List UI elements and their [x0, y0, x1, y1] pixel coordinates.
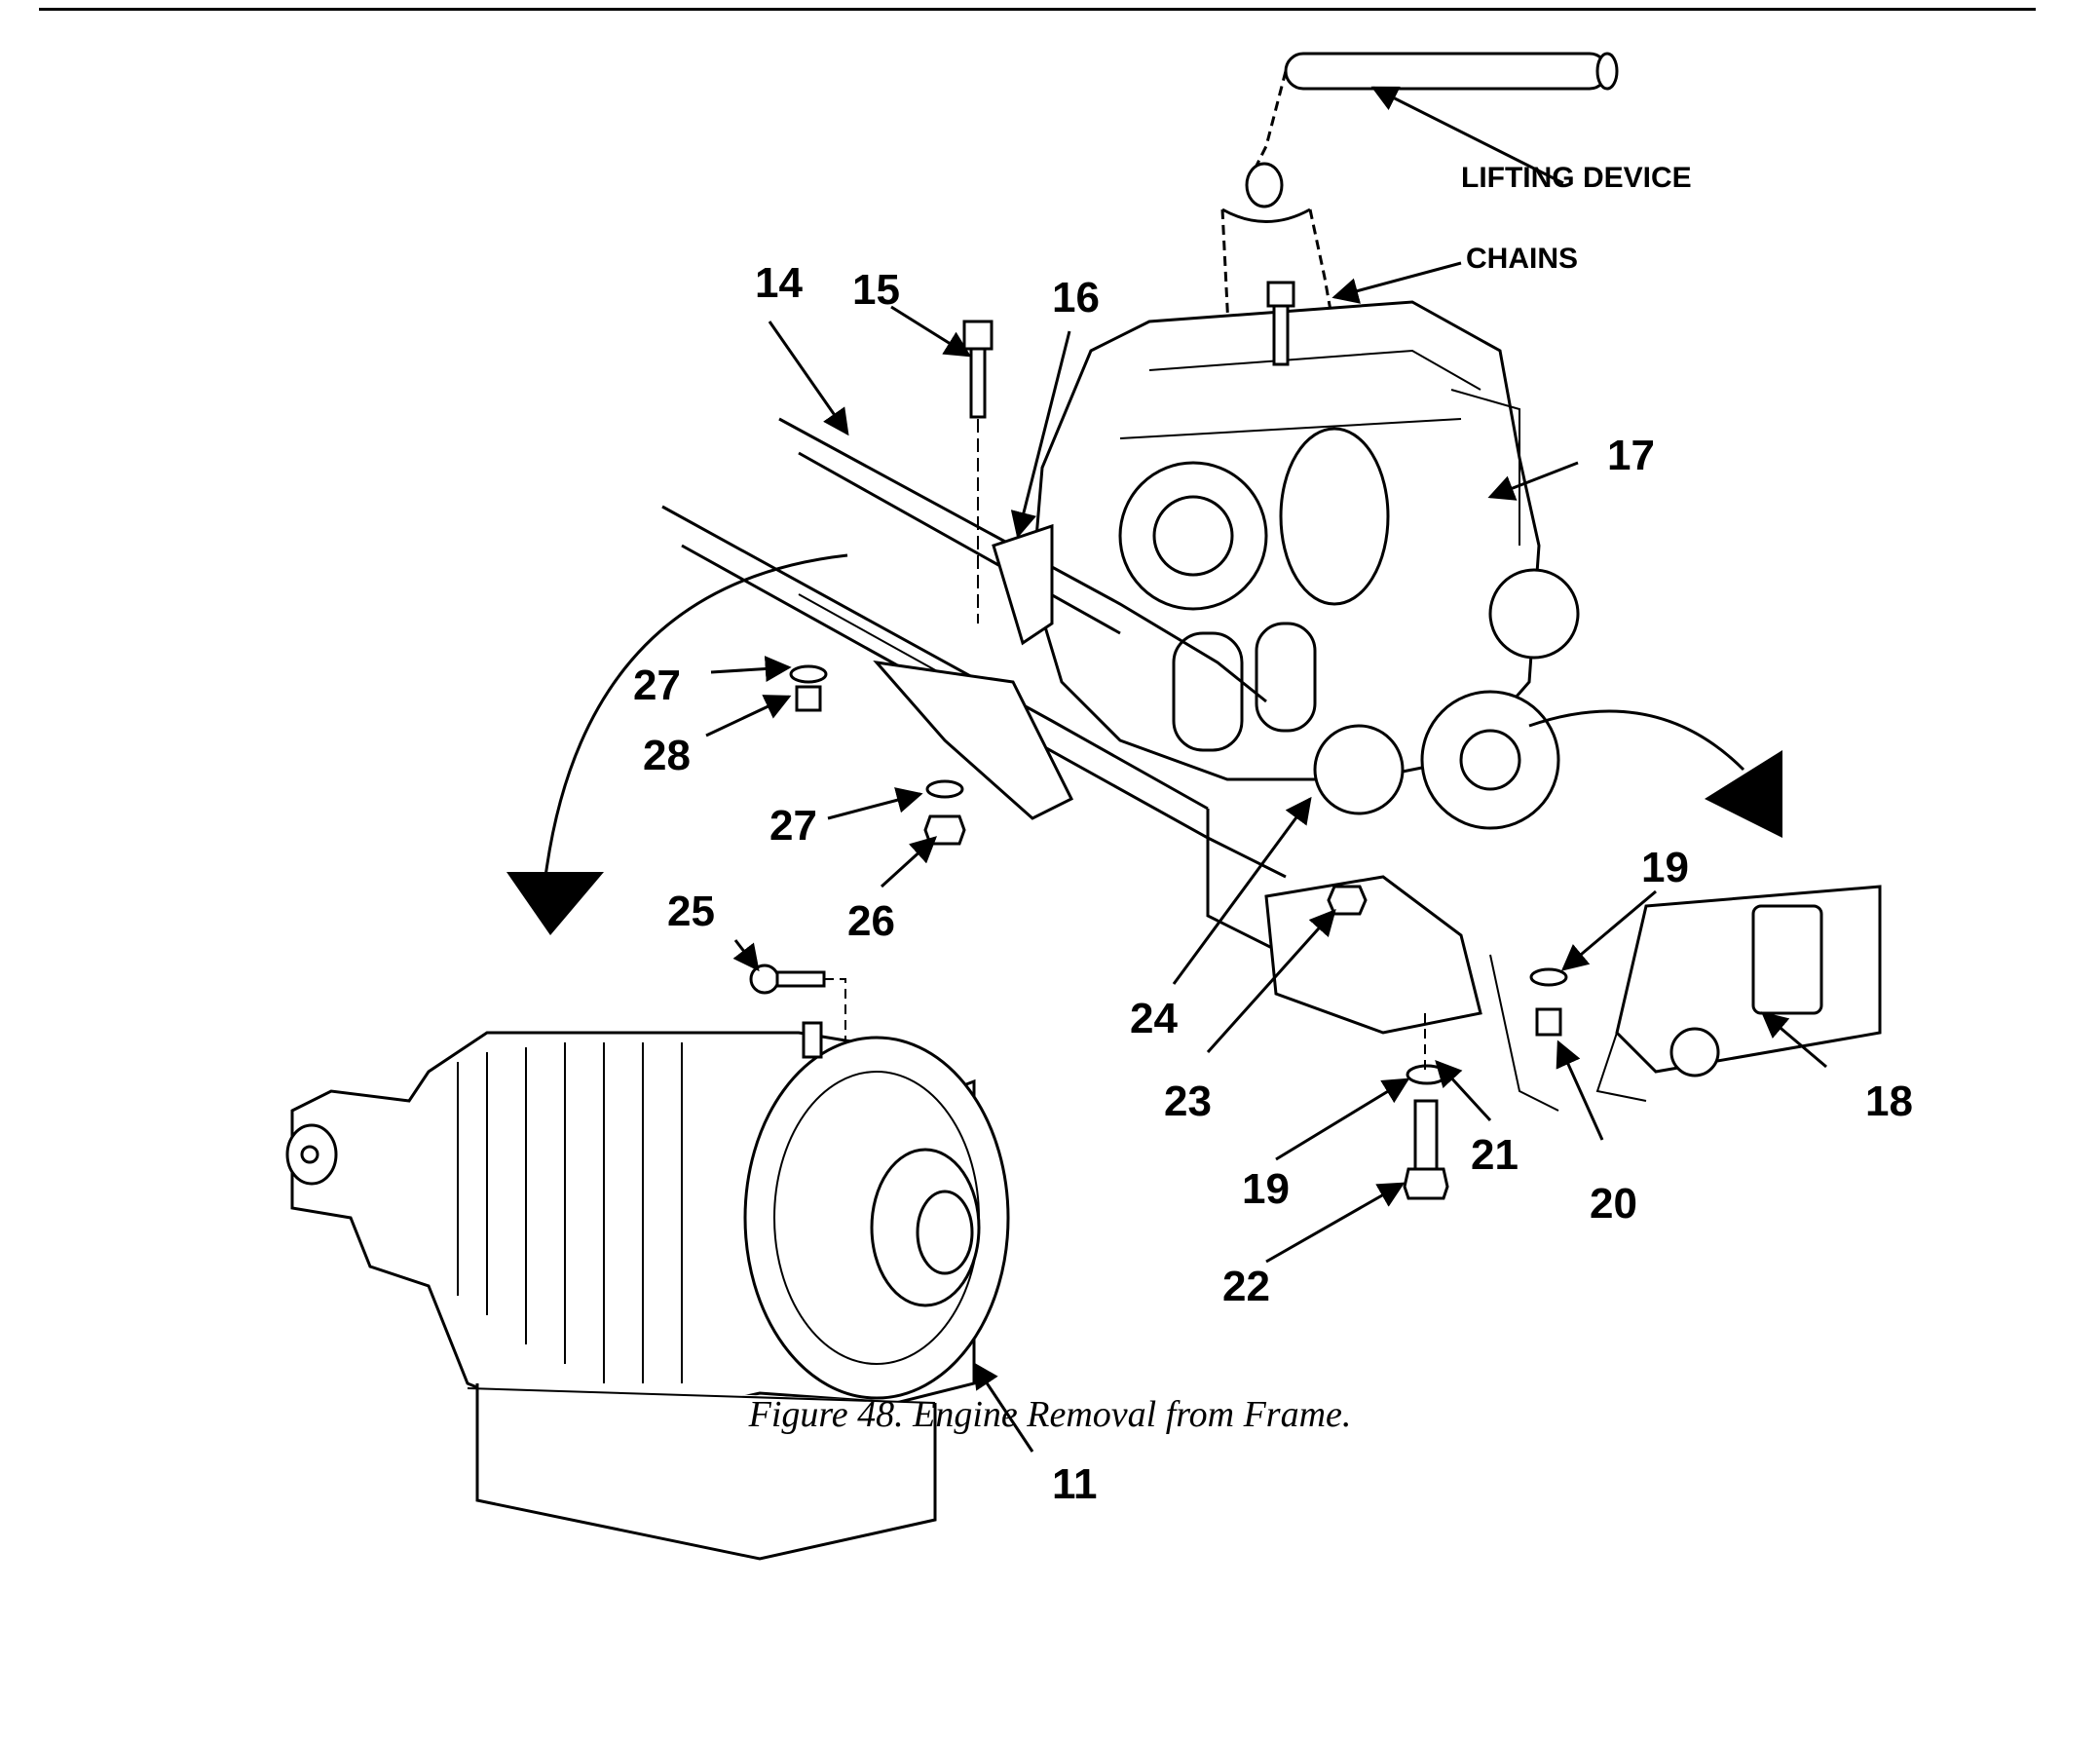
label-26: 26: [847, 897, 895, 945]
label-27-upper: 27: [633, 662, 681, 709]
label-18: 18: [1865, 1077, 1913, 1125]
callout-labels: LIFTING DEVICE CHAINS 14 15 16 17 18 19 …: [633, 162, 1913, 1508]
label-19-lower: 19: [1242, 1165, 1290, 1213]
label-23: 23: [1164, 1077, 1212, 1125]
label-20: 20: [1590, 1180, 1637, 1228]
label-chains: CHAINS: [1466, 243, 1578, 275]
label-25: 25: [667, 888, 715, 935]
label-lifting-device: LIFTING DEVICE: [1461, 162, 1692, 194]
removal-arrow-right: [1528, 709, 1782, 838]
label-11: 11: [1052, 1460, 1098, 1508]
engine-drawing: [1031, 300, 1580, 830]
label-21: 21: [1471, 1131, 1519, 1179]
transmission-drawing: [285, 1021, 1010, 1561]
label-19-upper: 19: [1641, 844, 1689, 891]
top-rule: [39, 8, 2036, 11]
label-17: 17: [1607, 432, 1655, 479]
label-28: 28: [643, 732, 691, 779]
drive-component-drawing: [1595, 885, 1882, 1102]
label-15: 15: [852, 266, 900, 314]
label-14: 14: [755, 259, 803, 307]
figure-caption: Figure 48. Engine Removal from Frame.: [748, 1394, 1352, 1435]
leader-lines: [705, 86, 1827, 1453]
fasteners-drawing: [749, 281, 1568, 1200]
label-27-lower: 27: [769, 802, 817, 850]
removal-arrow-left: [506, 553, 848, 935]
label-16: 16: [1052, 274, 1100, 321]
label-22: 22: [1222, 1263, 1270, 1310]
label-24: 24: [1130, 995, 1178, 1042]
